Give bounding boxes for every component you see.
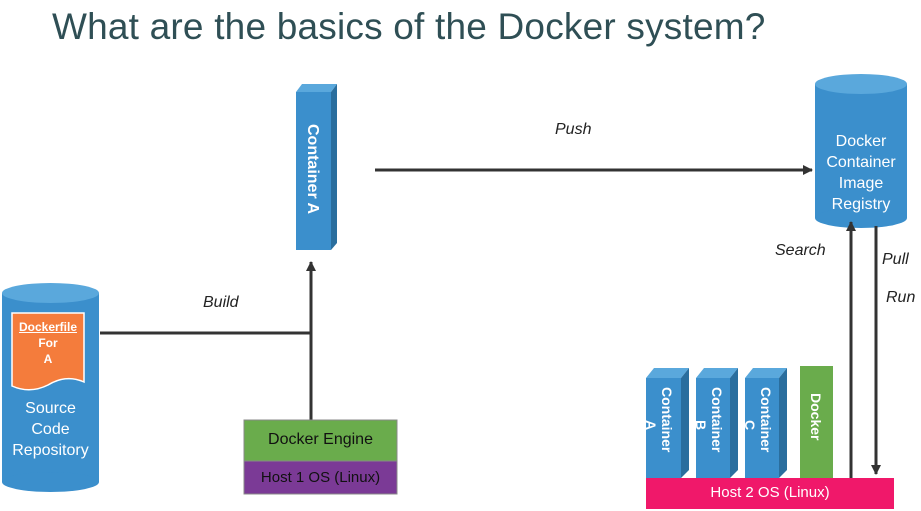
run-label: Run — [886, 289, 916, 306]
host2-container-c-letter: C — [742, 420, 758, 431]
dockerfile-line3: A — [43, 352, 53, 366]
host2-container-a-label: Container — [659, 387, 675, 452]
pull-label: Pull — [882, 251, 909, 268]
host2-docker-label: Docker — [808, 393, 824, 441]
source-repo-line2: Code — [31, 421, 70, 438]
container-a-label: Container A — [304, 124, 321, 215]
dockerfile-line2: For — [38, 336, 58, 350]
registry-line1: Docker — [835, 133, 887, 150]
source-repo-label: Source Code Repository — [2, 398, 99, 461]
registry-label: Docker Container Image Registry — [815, 131, 907, 215]
host1-os-box — [243, 460, 398, 495]
dockerfile-document — [11, 312, 85, 391]
host2-container-b-label: Container — [709, 387, 725, 452]
registry-line4: Registry — [831, 196, 891, 213]
host2-container-a-name: Container — [659, 387, 675, 453]
host2-container-c-box — [745, 368, 787, 478]
host2-container-b-letter: B — [693, 420, 709, 431]
source-repo-line3: Repository — [12, 442, 89, 459]
docker-engine-box — [243, 419, 398, 462]
search-label: Search — [775, 242, 826, 259]
host2-docker-box — [800, 366, 833, 478]
dockerfile-label: Dockerfile For A — [12, 319, 84, 367]
push-label: Push — [555, 121, 592, 138]
source-repo-line1: Source — [25, 400, 76, 417]
registry-line2: Container — [826, 154, 896, 171]
host1-os-label: Host 1 OS (Linux) — [260, 469, 381, 486]
page-title: What are the basics of the Docker system… — [52, 6, 766, 47]
host2-os-label: Host 2 OS (Linux) — [710, 484, 830, 501]
host2-os-box — [646, 478, 894, 509]
container-a-box — [296, 84, 337, 250]
host2-container-b-box — [696, 368, 738, 478]
host2-container-c-name: Container — [758, 387, 774, 453]
host2-container-b-name: Container — [709, 387, 725, 453]
host2-container-a-box — [646, 368, 689, 478]
build-label: Build — [203, 294, 239, 311]
docker-engine-label: Docker Engine — [268, 431, 373, 448]
registry-cylinder — [815, 74, 907, 228]
dockerfile-line1: Dockerfile — [18, 320, 78, 334]
registry-line3: Image — [838, 175, 884, 192]
host2-container-a-letter: A — [643, 420, 659, 431]
host2-container-c-label: Container — [758, 387, 774, 452]
